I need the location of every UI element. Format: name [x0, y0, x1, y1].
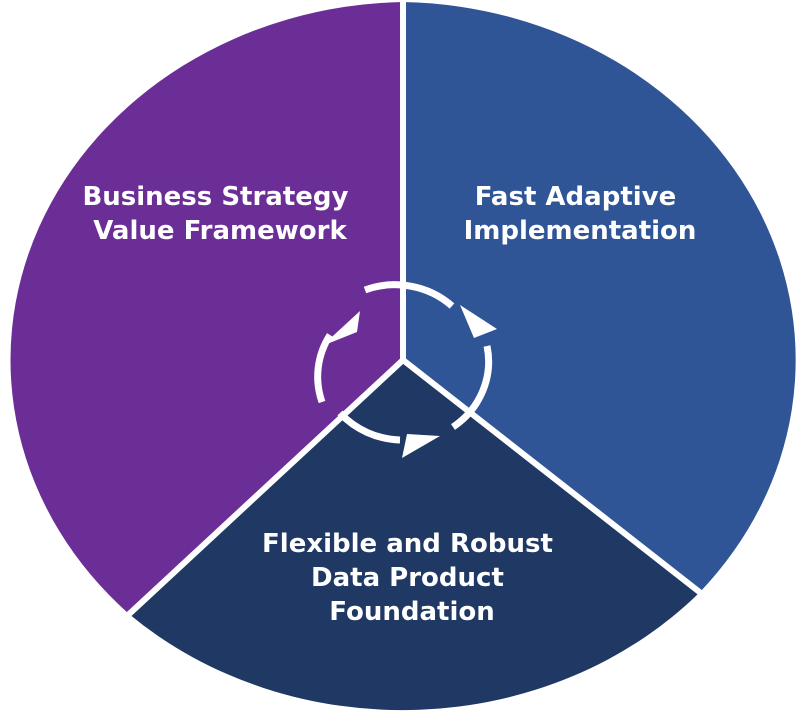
label-line: Data Product	[311, 563, 504, 593]
cycle-arc-left	[314, 333, 333, 404]
label-line: Foundation	[329, 597, 494, 627]
separator-left	[124, 357, 406, 619]
label-line: Fast Adaptive	[475, 182, 677, 212]
label-business-strategy: Business Strategy Value Framework	[82, 182, 357, 246]
arrowhead-left	[322, 311, 360, 346]
label-line: Value Framework	[93, 216, 347, 246]
label-line: Flexible and Robust	[262, 529, 553, 559]
segment-business-strategy	[10, 2, 403, 614]
cycle-arrows-icon	[314, 281, 497, 458]
arrowhead-bottom	[402, 434, 440, 458]
label-fast-adaptive: Fast Adaptive Implementation	[464, 182, 697, 246]
separator-right	[401, 357, 704, 597]
label-line: Implementation	[464, 216, 697, 246]
label-line: Business Strategy	[82, 182, 348, 212]
segment-flexible-foundation	[129, 360, 700, 711]
cycle-arc-right	[451, 345, 493, 430]
segment-fast-adaptive	[403, 2, 796, 592]
label-flexible-foundation: Flexible and Robust Data Product Foundat…	[262, 529, 562, 627]
cycle-arc-bottom	[337, 410, 401, 444]
cycle-arc-top	[363, 281, 455, 309]
arrowhead-right	[460, 305, 497, 338]
segment-separators	[124, 0, 704, 619]
